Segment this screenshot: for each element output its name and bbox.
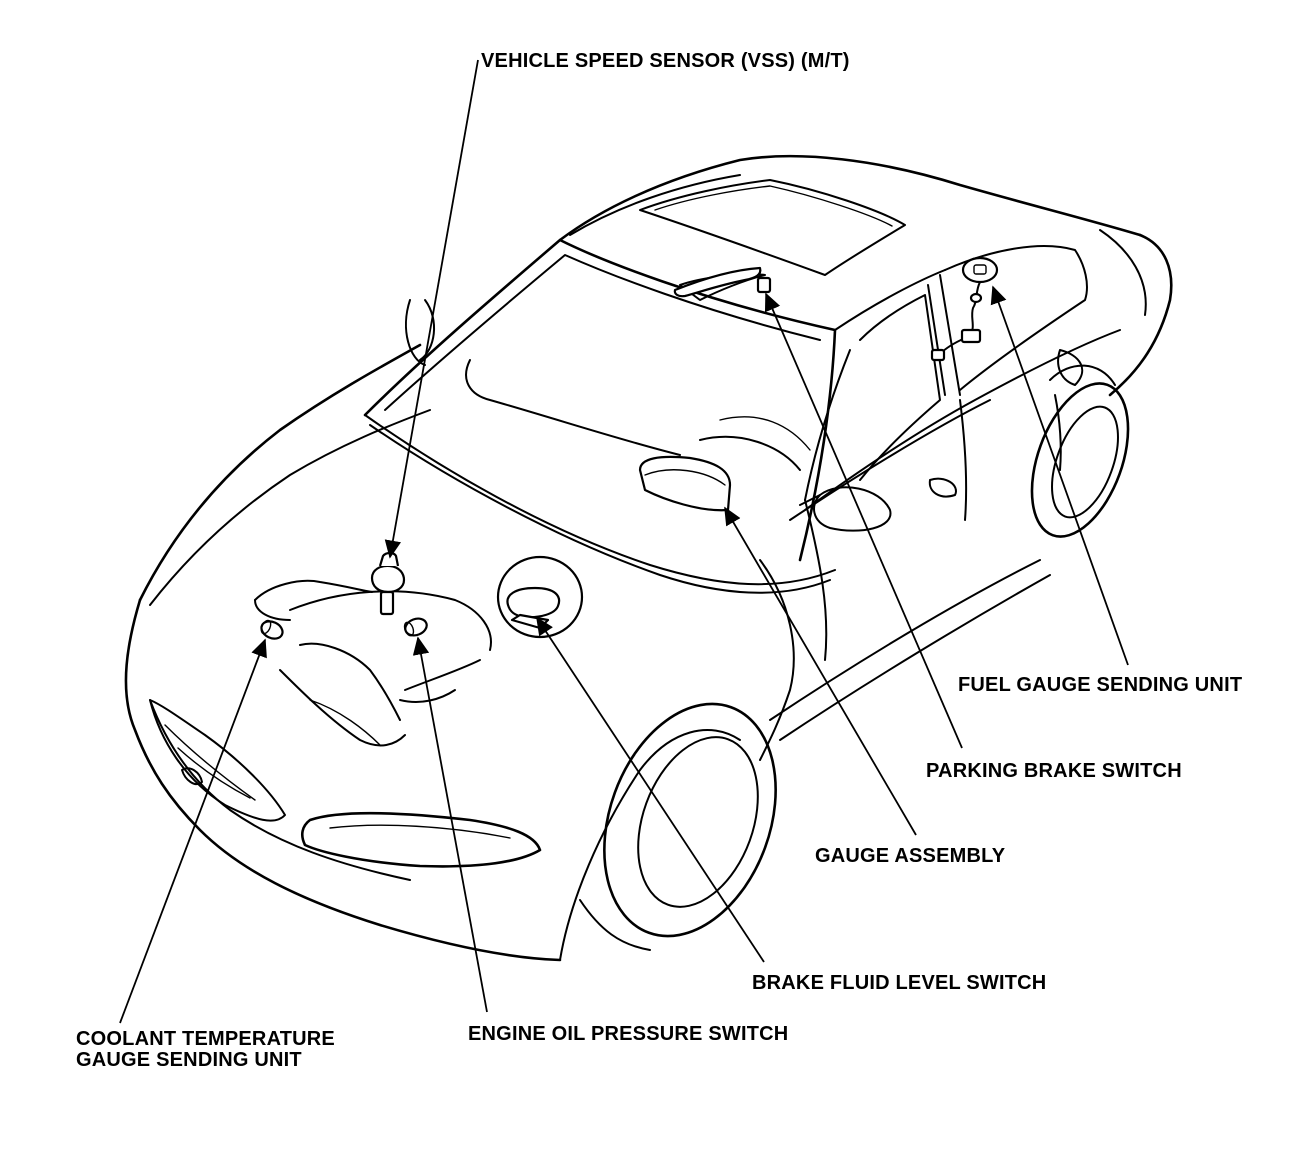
label-brake-fluid: BRAKE FLUID LEVEL SWITCH	[752, 972, 1047, 994]
label-coolant-line2: GAUGE SENDING UNIT	[76, 1049, 302, 1071]
vss-component	[370, 551, 406, 616]
label-parking-brake: PARKING BRAKE SWITCH	[926, 760, 1182, 782]
label-fuel-gauge: FUEL GAUGE SENDING UNIT	[958, 674, 1243, 696]
gauge-assembly-component	[638, 455, 732, 512]
leader-gauge-assembly	[724, 506, 917, 836]
leader-vss	[384, 59, 479, 559]
coolant-sender-component	[260, 619, 284, 640]
label-coolant-line1: COOLANT TEMPERATURE	[76, 1028, 335, 1050]
fuel-sender-component	[930, 256, 999, 362]
leader-parking-brake	[764, 292, 963, 749]
leader-brake-fluid	[536, 616, 765, 963]
leader-fuel-gauge	[990, 285, 1129, 666]
brake-fluid-reservoir	[496, 555, 584, 639]
oil-pressure-switch-component	[403, 617, 428, 637]
leader-lines	[119, 59, 1129, 1024]
parking-brake-component	[673, 266, 772, 298]
leader-coolant	[119, 638, 267, 1024]
engine-bay	[254, 579, 492, 747]
leader-engine-oil	[412, 636, 488, 1013]
label-vss: VEHICLE SPEED SENSOR (VSS) (M/T)	[481, 50, 850, 72]
label-gauge-assembly: GAUGE ASSEMBLY	[815, 845, 1006, 867]
car-body	[124, 154, 1173, 962]
label-engine-oil: ENGINE OIL PRESSURE SWITCH	[468, 1023, 789, 1045]
